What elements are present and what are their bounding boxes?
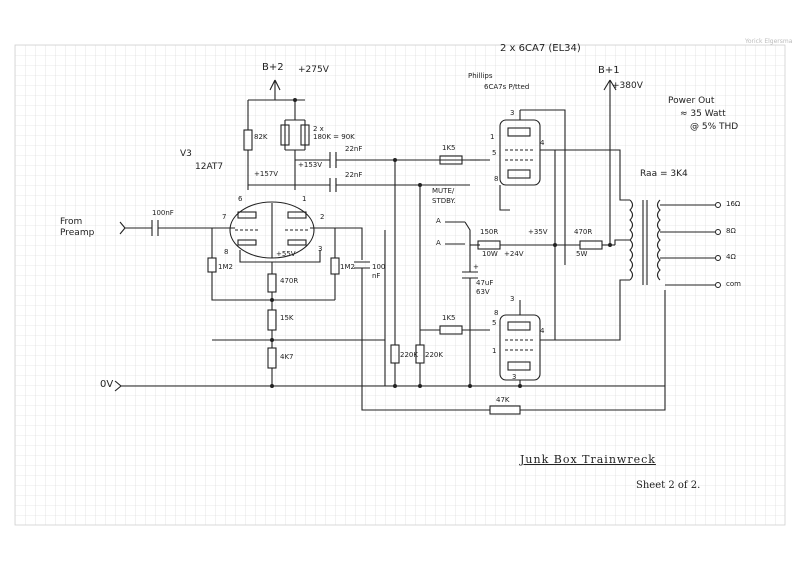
output-tap-terminals (715, 202, 721, 288)
decoupling-cap-unit: nF (372, 272, 381, 280)
v3-designator: V3 (180, 149, 192, 159)
screen-res-power: 5W (576, 250, 588, 258)
mute-cap-value: 47uF (476, 279, 494, 287)
v3-pin2: 2 (320, 213, 325, 221)
circuit-junction-dots (270, 98, 612, 388)
power-out-line1: Power Out (668, 96, 715, 106)
raa-label: Raa = 3K4 (640, 169, 688, 179)
v3-pin1: 1 (302, 195, 307, 203)
bottom-tube-pin3: 3 (510, 295, 515, 303)
circuit-wiring (114, 79, 715, 415)
mute-voltage-after: +24V (504, 250, 524, 258)
mute-pos-a-bottom: A (436, 239, 441, 247)
b-plus-2-voltage: +275V (298, 65, 329, 75)
bottom-tube-pin1: 1 (492, 347, 497, 355)
grid-leak-right: 220K (425, 351, 443, 359)
top-tube-pin1: 1 (490, 133, 495, 141)
v3-pin3: 3 (318, 245, 323, 253)
tap-8-ohm: 8Ω (726, 227, 736, 235)
bottom-tube-pin5: 5 (492, 319, 497, 327)
coupling-cap-top: 22nF (345, 145, 363, 153)
v3-anode-right-voltage: +153V (298, 161, 323, 169)
top-tube-pin4: 4 (540, 139, 545, 147)
power-out-line2: ≈ 35 Watt (680, 109, 726, 119)
input-label-line1: From (60, 217, 83, 227)
mute-cap-voltage: 63V (476, 288, 490, 296)
b-plus-2-label: B+2 (262, 62, 284, 73)
v3-anode-res-right: 2 x (313, 125, 324, 133)
mute-res-power: 10W (482, 250, 498, 258)
bottom-tube-pin4: 4 (540, 327, 545, 335)
screen-voltage: +35V (528, 228, 548, 236)
v3-pin8: 8 (224, 248, 229, 256)
bottom-tube-pin3b: 3 (512, 373, 517, 381)
tap-16-ohm: 16Ω (726, 200, 741, 208)
mute-cap-plus: + (473, 263, 479, 271)
output-tubes-brand-line1: Phillips (468, 72, 493, 80)
coupling-cap-bottom: 22nF (345, 171, 363, 179)
v3-cathode-res-4k7: 4K7 (280, 353, 294, 361)
decoupling-cap-value: 100 (372, 263, 386, 271)
bottom-tube-pin8: 8 (494, 309, 499, 317)
output-tubes-brand-line2: 6CA7s P/tted (484, 83, 530, 91)
mute-label-line1: MUTE/ (432, 187, 455, 195)
grid-leak-left: 220K (400, 351, 418, 359)
v3-anode-res-right-value: 180K = 90K (313, 133, 355, 141)
grid-stopper-top: 1K5 (442, 144, 456, 152)
mute-pos-a-top: A (436, 217, 441, 225)
v3-grid-res-left: 1M2 (218, 263, 233, 271)
power-out-line3: @ 5% THD (690, 122, 739, 132)
grid-stopper-bottom: 1K5 (442, 314, 456, 322)
top-tube-pin5: 5 (492, 149, 497, 157)
top-tube-pin3: 3 (510, 109, 515, 117)
sheet-number: Sheet 2 of 2. (636, 480, 701, 491)
input-cap-label: 100nF (152, 209, 174, 217)
v3-cathode-res-470r: 470R (280, 277, 299, 285)
top-tube-pin8: 8 (494, 175, 499, 183)
output-tubes-heading: 2 x 6CA7 (EL34) (500, 43, 581, 54)
brand-watermark: Yorick Elgersma (745, 38, 793, 45)
sheet-title: Junk Box Trainwreck (520, 453, 656, 466)
feedback-res-label: 47K (496, 396, 510, 404)
v3-cathode-voltage: +55V (276, 250, 296, 258)
v3-anode-left-voltage: +157V (254, 170, 279, 178)
v3-pin6: 6 (238, 195, 243, 203)
v3-pin7: 7 (222, 213, 227, 221)
v3-grid-res-right: 1M2 (340, 263, 355, 271)
v3-type: 12AT7 (195, 162, 224, 172)
tap-4-ohm: 4Ω (726, 253, 736, 261)
screen-res-value: 470R (574, 228, 593, 236)
zero-volt-label: 0V (100, 379, 114, 390)
mute-label-line2: STDBY. (432, 197, 456, 205)
mute-res-value: 150R (480, 228, 499, 236)
b-plus-1-voltage: +380V (612, 81, 643, 91)
v3-anode-res-left: 82K (254, 133, 268, 141)
b-plus-1-label: B+1 (598, 65, 620, 76)
input-label-line2: Preamp (60, 228, 95, 238)
graph-paper-grid (14, 44, 786, 526)
tap-common: com (726, 280, 741, 288)
v3-cathode-res-15k: 15K (280, 314, 294, 322)
